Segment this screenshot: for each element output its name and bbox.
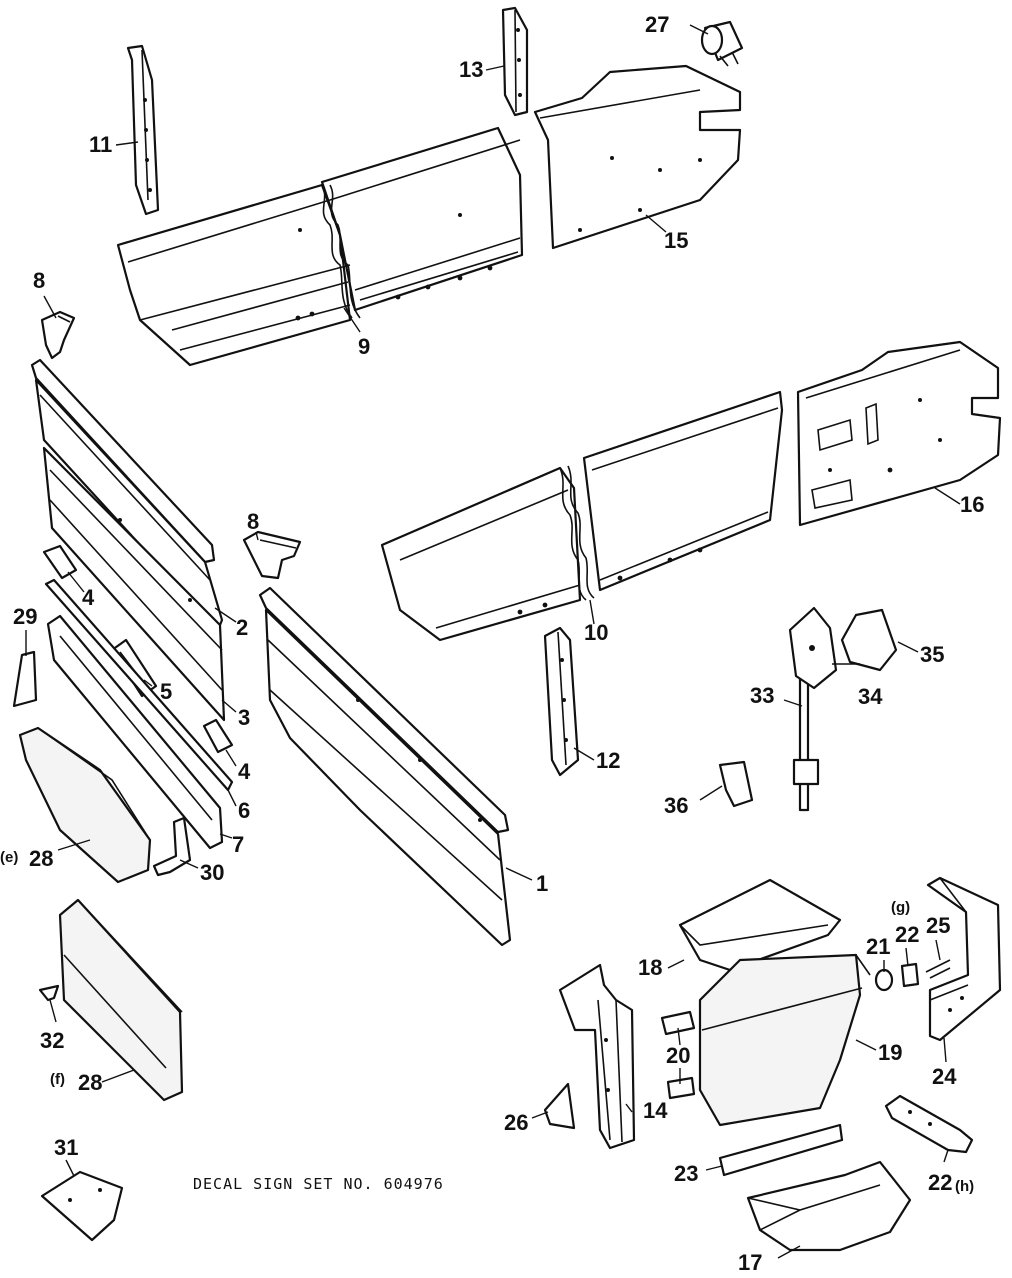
label-8-middle: 8: [247, 509, 260, 534]
label-22-g: 22: [895, 922, 920, 947]
part-22-bracket-h: [884, 1094, 974, 1154]
label-29: 29: [13, 604, 38, 629]
part-14-bracket: [558, 963, 636, 1150]
label-28-e: 28: [29, 846, 54, 871]
label-26: 26: [504, 1110, 529, 1135]
label-10: 10: [584, 620, 609, 645]
label-7: 7: [232, 832, 245, 857]
decal-sign-set-caption: DECAL SIGN SET NO. 604976: [193, 1175, 444, 1193]
part-19-tank: [698, 953, 871, 1127]
label-24: 24: [932, 1064, 957, 1089]
label-27: 27: [645, 12, 670, 37]
label-13: 13: [459, 57, 484, 82]
label-30: 30: [200, 860, 225, 885]
part-20-clip: [660, 1010, 696, 1100]
part-17-tray: [746, 1160, 912, 1252]
label-28-f: 28: [78, 1070, 103, 1095]
label-12: 12: [596, 748, 621, 773]
part-6-strip: [44, 578, 234, 792]
label-36: 36: [664, 793, 689, 818]
part-35-plate: [840, 608, 898, 672]
part-18-top-plate: [678, 878, 842, 972]
part-26-gusset: [543, 1082, 576, 1130]
part-10-lower-panel: [380, 390, 784, 642]
part-12-bracket: [543, 626, 580, 777]
leader-lines: [25, 24, 961, 1259]
part-28-cover-e: [18, 726, 152, 884]
label-18: 18: [638, 955, 663, 980]
label-h-suffix: (h): [955, 1178, 975, 1195]
part-23-strip: [718, 1123, 844, 1177]
part-21-fitting: [874, 968, 894, 992]
part-32-wing-nut: [38, 984, 60, 1002]
part-2-rail-panel: [30, 358, 224, 632]
label-20: 20: [666, 1043, 691, 1068]
part-33-rod: [792, 654, 820, 812]
part-11-bracket: [126, 44, 160, 216]
part-13-bracket: [501, 6, 529, 117]
label-35: 35: [920, 642, 945, 667]
part-8-handle-middle: [242, 530, 302, 580]
label-17: 17: [738, 1250, 763, 1275]
part-8-handle-upper: [40, 310, 76, 360]
label-19: 19: [878, 1040, 903, 1065]
label-9: 9: [358, 334, 371, 359]
part-16-side-plate: [796, 340, 1002, 527]
label-4-a: 4: [82, 585, 95, 610]
label-25: 25: [926, 913, 951, 938]
label-2: 2: [236, 615, 249, 640]
label-16: 16: [960, 492, 985, 517]
label-3: 3: [238, 705, 251, 730]
label-28-f-suffix: (f): [50, 1071, 65, 1088]
part-30-strap: [152, 816, 192, 877]
label-g-suffix: (g): [891, 899, 911, 916]
label-22-h: 22: [928, 1170, 953, 1195]
label-11: 11: [89, 132, 113, 157]
label-23: 23: [674, 1161, 699, 1186]
part-4-plate-b: [202, 718, 234, 754]
part-31-plate: [40, 1170, 124, 1242]
part-3-channel-panel: [42, 446, 226, 722]
label-33: 33: [750, 683, 775, 708]
part-15-side-plate: [533, 64, 742, 250]
label-21: 21: [866, 934, 891, 959]
label-32: 32: [40, 1028, 65, 1053]
part-7-bar: [46, 614, 224, 850]
part-28-cover-f: [58, 898, 184, 1102]
label-31: 31: [54, 1135, 79, 1160]
label-6: 6: [238, 798, 251, 823]
part-25-screw: [925, 959, 951, 979]
label-28-e-suffix: (e): [0, 849, 19, 866]
label-4-b: 4: [238, 759, 251, 784]
label-5: 5: [160, 679, 173, 704]
label-15: 15: [664, 228, 689, 253]
part-36-clip: [718, 760, 754, 808]
label-34: 34: [858, 684, 883, 709]
label-14: 14: [643, 1098, 668, 1123]
part-34-plate: [788, 606, 838, 690]
label-8-upper: 8: [33, 268, 46, 293]
part-29-clip: [12, 650, 38, 708]
part-4-plate-a: [42, 544, 78, 580]
part-22-clip-g: [900, 962, 920, 988]
part-24-bracket: [926, 876, 1002, 1042]
part-1-main-panel: [258, 586, 512, 947]
part-27-clamp: [700, 20, 744, 67]
label-1: 1: [536, 871, 549, 896]
part-9-upper-panel: [116, 126, 524, 367]
